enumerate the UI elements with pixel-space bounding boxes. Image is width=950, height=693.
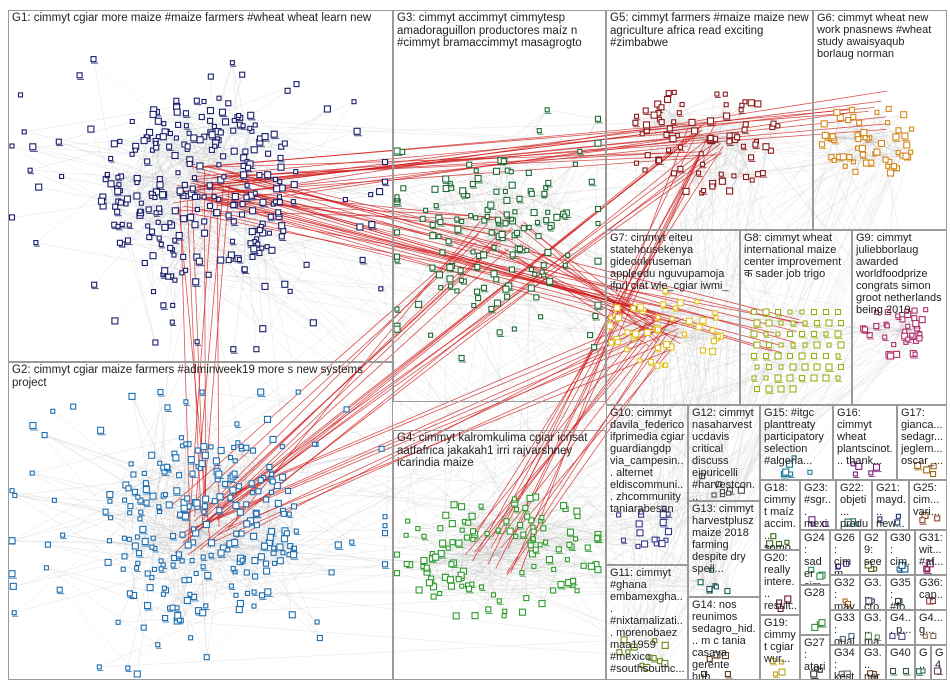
group-panel-g7: G7: cimmyt eiteu statehousekenya gideonk… xyxy=(606,230,740,405)
group-label-g4: G4: cimmyt kalromkulima cgiar icrisat aa… xyxy=(397,432,603,470)
group-label-g13: G13: cimmyt harvestplusz maize 2018 farm… xyxy=(692,503,757,575)
group-panel-g13: G13: cimmyt harvestplusz maize 2018 farm… xyxy=(688,501,760,597)
group-panel-g35: G35: #fo... xyxy=(886,575,915,610)
group-panel-g38: G3... ma... xyxy=(860,610,886,645)
group-panel-g41: G4... p... xyxy=(886,610,915,645)
group-panel-g39: G3... nor... xyxy=(860,645,886,680)
group-panel-g28: G28 xyxy=(800,585,830,635)
group-panel-g9: G9: cimmyt juliebborlaug awarded worldfo… xyxy=(852,230,947,405)
group-panel-g40: G40 xyxy=(886,645,915,680)
group-label-g26: G26: cimm... yout... xyxy=(834,532,857,575)
group-panel-g22: G22: objeti... produ... xyxy=(836,480,872,530)
group-label-g9: G9: cimmyt juliebborlaug awarded worldfo… xyxy=(856,232,944,316)
group-label-g5: G5: cimmyt farmers #maize maize new agri… xyxy=(610,12,810,50)
group-panel-g20: G20: really intere... result... xyxy=(760,550,800,615)
group-label-g30: G30: cim... wh... xyxy=(890,532,912,575)
group-panel-g10: G10: cimmyt davila_federico ifprimedia c… xyxy=(606,405,688,565)
group-panel-g29: G29: see... veg... xyxy=(860,530,886,575)
group-label-g32: G32: may... xyxy=(834,577,857,610)
group-label-g20: G20: really intere... result... xyxy=(764,552,797,615)
group-panel-g23: G23: #sgr... mexi... xyxy=(800,480,836,530)
group-label-g40: G40 xyxy=(890,647,912,659)
group-panel-g25: G25: cim... vari... xyxy=(909,480,947,530)
group-label-g16: G16: cimmyt wheat plantscinot... thank..… xyxy=(837,407,894,467)
group-label-g37: G3... cro... xyxy=(864,577,883,610)
group-panel-g32: G32: may... xyxy=(830,575,860,610)
group-label-g19: G19: cimmyt cgiar wur... xyxy=(764,617,797,665)
group-label-g15: G15: #itgc planttreaty participatory sel… xyxy=(764,407,830,467)
group-label-g38: G3... ma... xyxy=(864,612,883,645)
group-label-g23: G23: #sgr... mexi... xyxy=(804,482,833,530)
group-panel-g37: G3... cro... xyxy=(860,575,886,610)
group-label-g43: G... xyxy=(919,647,928,680)
group-label-g24: G24: sader cim... xyxy=(804,532,827,585)
group-label-g25: G25: cim... vari... xyxy=(913,482,944,518)
group-panel-g42: G4... g... xyxy=(915,610,947,645)
group-label-g7: G7: cimmyt eiteu statehousekenya gideonk… xyxy=(610,232,737,292)
group-label-g17: G17: gianca... sedagr... jeglem... oscar… xyxy=(901,407,944,467)
group-label-g2: G2: cimmyt cgiar maize farmers #adminwee… xyxy=(12,364,390,389)
group-panel-g36: G36: cap... xyxy=(915,575,947,610)
group-panel-g27: G27: atari... guru... xyxy=(800,635,830,680)
group-panel-g33: G33: quali... xyxy=(830,610,860,645)
group-label-g29: G29: see... veg... xyxy=(864,532,883,575)
group-panel-g4: G4: cimmyt kalromkulima cgiar icrisat aa… xyxy=(393,430,606,680)
group-panel-g14: G14: nos reunimos sedagro_hid... m c tan… xyxy=(688,597,760,680)
group-label-g22: G22: objeti... produ... xyxy=(840,482,869,530)
group-label-g6: G6: cimmyt wheat new work pnasnews #whea… xyxy=(817,12,944,60)
group-panel-g2: G2: cimmyt cgiar maize farmers #adminwee… xyxy=(8,362,393,680)
group-panel-g12: G12: cimmyt nasaharvest ucdavis critical… xyxy=(688,405,760,501)
group-label-g39: G3... nor... xyxy=(864,647,883,680)
group-label-g27: G27: atari... guru... xyxy=(804,637,827,680)
group-label-g44: G4 xyxy=(935,647,944,671)
group-panel-g16: G16: cimmyt wheat plantscinot... thank..… xyxy=(833,405,897,480)
group-label-g8: G8: cimmyt wheat international maize cen… xyxy=(744,232,849,280)
group-label-g42: G4... g... xyxy=(919,612,944,636)
group-panel-g34: G34: kest... xyxy=(830,645,860,680)
group-panel-g43: G... xyxy=(915,645,931,680)
group-panel-g1: G1: cimmyt cgiar more maize #maize farme… xyxy=(8,10,393,362)
group-panel-g6: G6: cimmyt wheat new work pnasnews #whea… xyxy=(813,10,947,230)
group-label-g18: G18: cimmyt maíz accim... somo... xyxy=(764,482,797,550)
group-label-g33: G33: quali... xyxy=(834,612,857,645)
group-panel-g8: G8: cimmyt wheat international maize cen… xyxy=(740,230,852,405)
group-panel-g11: G11: cimmyt #ghana embamexgha... #nixtam… xyxy=(606,565,688,680)
group-label-g1: G1: cimmyt cgiar more maize #maize farme… xyxy=(12,12,390,25)
group-panel-g24: G24: sader cim... xyxy=(800,530,830,585)
group-panel-g3: G3: cimmyt accimmyt cimmytesp amadoragui… xyxy=(393,10,606,402)
group-label-g12: G12: cimmyt nasaharvest ucdavis critical… xyxy=(692,407,757,501)
group-label-g28: G28 xyxy=(804,587,827,599)
group-panel-g44: G4 xyxy=(931,645,947,680)
group-label-g10: G10: cimmyt davila_federico ifprimedia c… xyxy=(610,407,685,515)
group-panel-g31: G31: wit... #af... xyxy=(915,530,947,575)
group-panel-g5: G5: cimmyt farmers #maize maize new agri… xyxy=(606,10,813,230)
group-label-g14: G14: nos reunimos sedagro_hid... m c tan… xyxy=(692,599,757,680)
group-label-g36: G36: cap... xyxy=(919,577,944,610)
group-label-g31: G31: wit... #af... xyxy=(919,532,944,568)
group-panel-g21: G21: mayd... new... xyxy=(872,480,909,530)
group-label-g21: G21: mayd... new... xyxy=(876,482,906,530)
group-panel-g26: G26: cimm... yout... xyxy=(830,530,860,575)
group-label-g35: G35: #fo... xyxy=(890,577,912,610)
group-panel-g18: G18: cimmyt maíz accim... somo... xyxy=(760,480,800,550)
group-panel-g17: G17: gianca... sedagr... jeglem... oscar… xyxy=(897,405,947,480)
group-panel-g30: G30: cim... wh... xyxy=(886,530,915,575)
group-label-g3: G3: cimmyt accimmyt cimmytesp amadoragui… xyxy=(397,12,603,50)
group-panel-g19: G19: cimmyt cgiar wur... xyxy=(760,615,800,680)
group-label-g41: G4... p... xyxy=(890,612,912,636)
group-label-g11: G11: cimmyt #ghana embamexgha... #nixtam… xyxy=(610,567,685,675)
group-panel-g15: G15: #itgc planttreaty participatory sel… xyxy=(760,405,833,480)
group-label-g34: G34: kest... xyxy=(834,647,857,680)
